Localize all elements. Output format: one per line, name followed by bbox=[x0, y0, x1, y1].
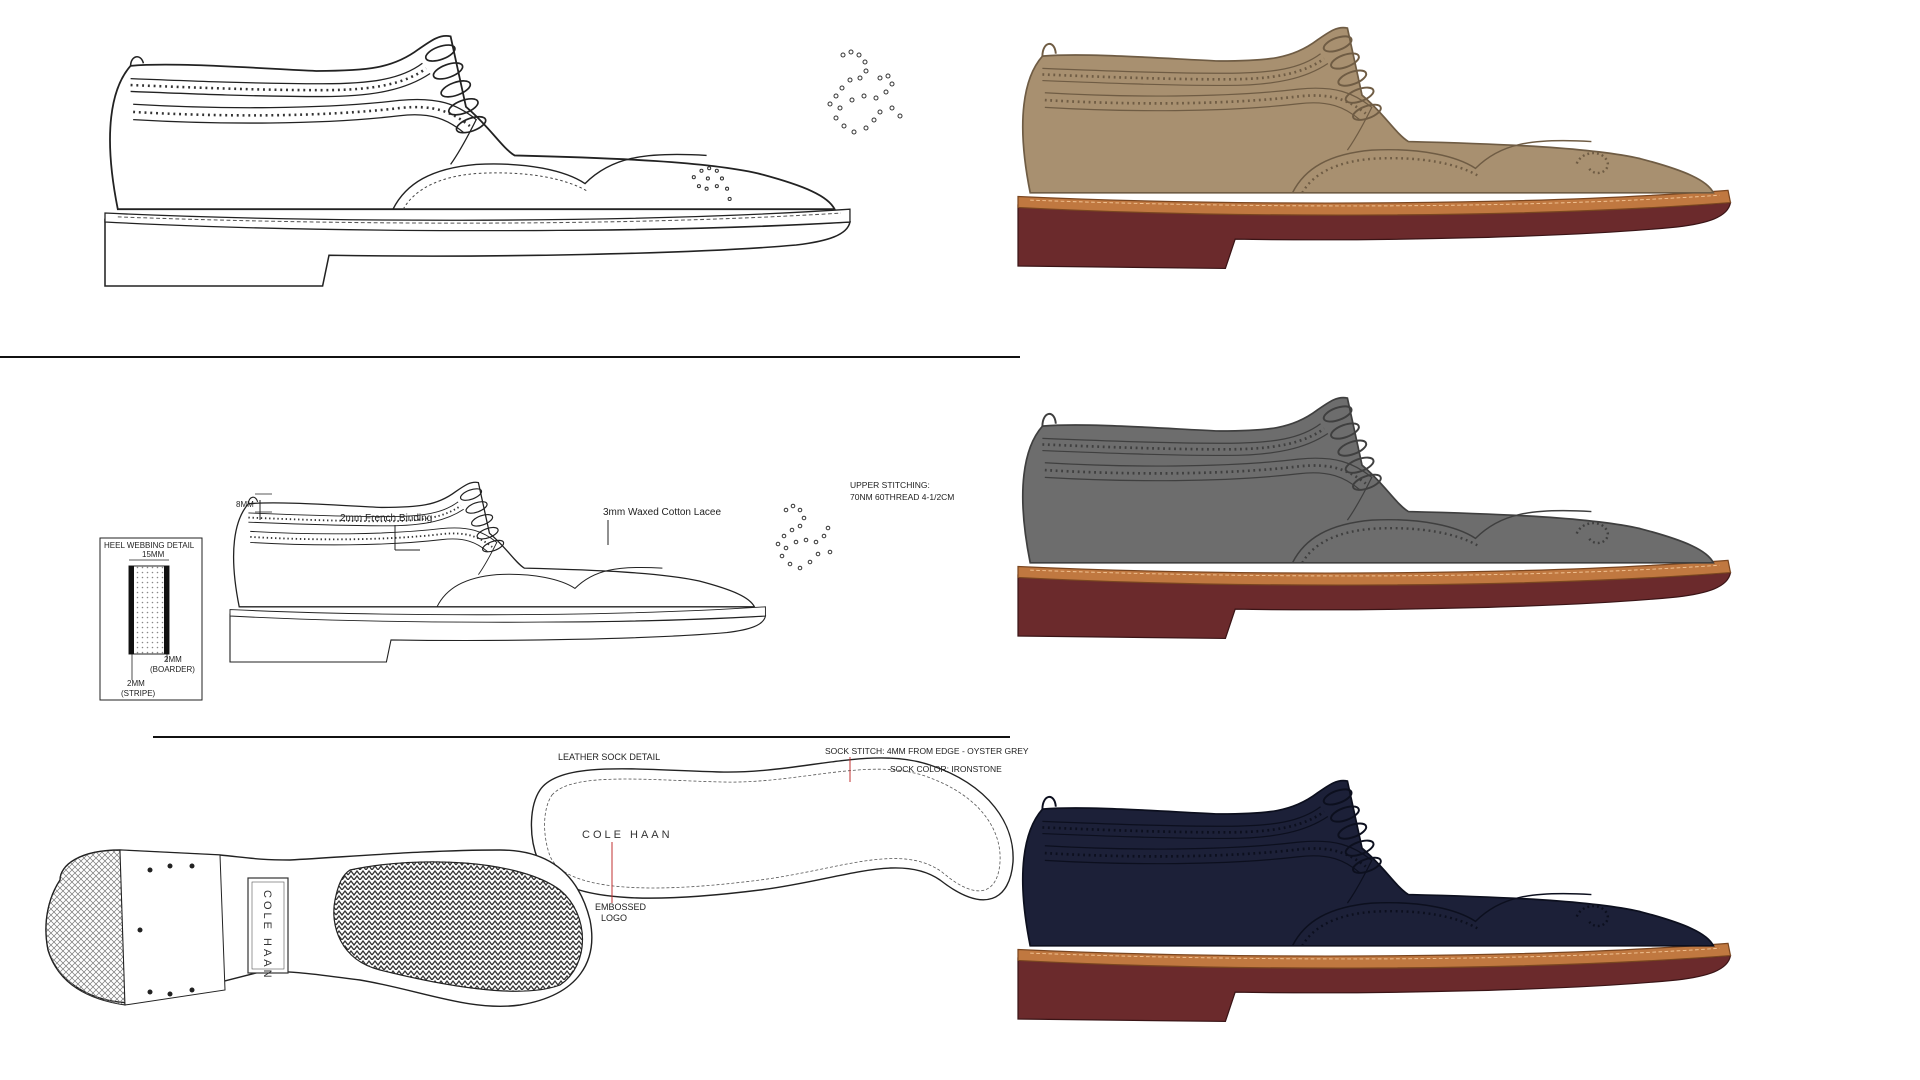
french-binding-label: 2mm French Binding bbox=[340, 513, 432, 524]
heel-border-label-a: 2MM bbox=[164, 655, 182, 664]
heel-stripe-label-a: 2MM bbox=[127, 679, 145, 688]
colorway-shoe-navy bbox=[1017, 779, 1732, 1023]
leather-sock-title: LEATHER SOCK DETAIL bbox=[558, 752, 660, 762]
heel-webbing-detail bbox=[99, 537, 203, 701]
line-drawing-annotated bbox=[229, 481, 767, 663]
heel-border-label-b: (BOARDER) bbox=[150, 665, 195, 674]
annotation-leaders bbox=[259, 500, 609, 551]
colorway-renders bbox=[1017, 26, 1732, 1023]
outsole-logo: COLE HAAN bbox=[261, 890, 273, 981]
sock-color-label: SOCK COLOR: IRONSTONE bbox=[890, 764, 1002, 774]
upper-outline bbox=[109, 34, 837, 211]
heel-webbing-title: HEEL WEBBING DETAIL bbox=[104, 541, 195, 550]
waxed-laces-label: 3mm Waxed Cotton Lacee bbox=[603, 507, 721, 518]
colorway-shoe-tan bbox=[1017, 26, 1732, 270]
sock-logo: COLE HAAN bbox=[582, 829, 673, 841]
embossed-label-b: LOGO bbox=[601, 913, 627, 923]
leather-sock-outline bbox=[530, 757, 1014, 901]
colorway-shoe-grey bbox=[1017, 396, 1732, 640]
heel-stripe-label-b: (STRIPE) bbox=[121, 689, 156, 698]
medallion-ornament-top bbox=[827, 49, 903, 135]
sock-stitch-label: SOCK STITCH: 4MM FROM EDGE - OYSTER GREY bbox=[825, 746, 1029, 756]
dim-8mm-label: 8MM bbox=[236, 500, 254, 509]
upper-stitching-label-b: 70NM 60THREAD 4-1/2CM bbox=[850, 492, 954, 502]
embossed-label-a: EMBOSSED bbox=[595, 902, 647, 912]
medallion-ornament-middle bbox=[775, 503, 833, 571]
line-drawing-top bbox=[104, 34, 851, 287]
outsole-bottom-view bbox=[45, 849, 593, 1008]
heel-15mm-label: 15MM bbox=[142, 550, 165, 559]
upper-stitching-label-a: UPPER STITCHING: bbox=[850, 480, 930, 490]
